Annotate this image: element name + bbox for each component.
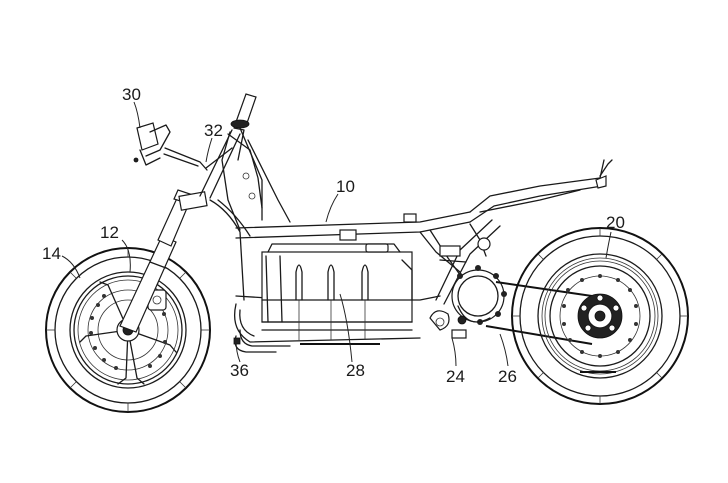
front-wheel — [45, 247, 211, 413]
callout-labels: 30 32 10 12 14 20 36 28 24 26 — [42, 85, 625, 386]
callout-36: 36 — [230, 361, 249, 380]
display-unit — [133, 122, 208, 171]
leader-lines — [61, 101, 612, 367]
front-fork — [119, 189, 208, 333]
battery-pack — [261, 243, 413, 345]
callout-30: 30 — [122, 85, 141, 104]
callout-20: 20 — [606, 213, 625, 232]
callout-26: 26 — [498, 367, 517, 386]
callout-28: 28 — [346, 361, 365, 380]
callout-10: 10 — [336, 177, 355, 196]
electric-motor — [429, 265, 507, 339]
callout-24: 24 — [446, 367, 465, 386]
callout-12: 12 — [100, 223, 119, 242]
cable-connector — [233, 329, 291, 353]
steering-head — [199, 93, 257, 199]
rear-wheel — [511, 227, 689, 405]
callout-32: 32 — [204, 121, 223, 140]
callout-14: 14 — [42, 244, 61, 263]
